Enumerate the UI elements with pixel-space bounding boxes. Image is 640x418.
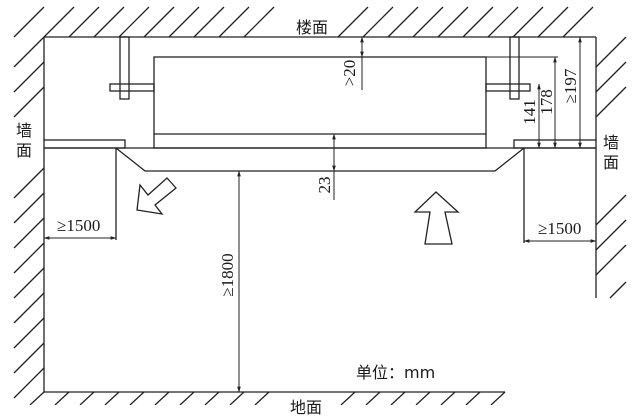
unit-note: 单位：mm xyxy=(356,363,436,382)
dim-label-right-clearance: ≥1500 xyxy=(538,219,582,238)
dim-label-top-gap: >20 xyxy=(340,59,359,87)
dim-label-panel: 23 xyxy=(315,176,334,194)
ceiling-label: 楼面 xyxy=(296,18,329,37)
ceiling-hatch xyxy=(13,6,594,38)
right-wall-label: 墙面 xyxy=(603,133,620,172)
hanger-bracket-left xyxy=(109,83,155,92)
dim-label-left-clearance: ≥1500 xyxy=(57,216,101,235)
false-ceiling-left xyxy=(43,139,126,149)
outlet-airflow-arrow xyxy=(136,177,177,215)
left-wall-hatch-lower xyxy=(13,167,45,399)
inlet-airflow-arrow xyxy=(413,191,460,245)
dim-label-178: 178 xyxy=(537,89,556,115)
decorative-panel xyxy=(115,147,525,172)
left-wall-hatch-upper xyxy=(13,36,45,118)
dim-label-height: ≥1800 xyxy=(218,253,237,297)
hanger-rod-left xyxy=(119,36,130,100)
hanger-rod-right xyxy=(509,36,520,100)
unit-body xyxy=(153,56,487,149)
right-wall-hatch xyxy=(595,36,627,299)
left-wall-label: 墙面 xyxy=(16,121,33,160)
dim-label-197: ≥197 xyxy=(561,68,580,104)
installation-diagram xyxy=(13,6,627,405)
hanger-bracket-right xyxy=(485,83,531,92)
floor-label: 地面 xyxy=(290,398,323,417)
floor-hatch xyxy=(29,391,506,405)
